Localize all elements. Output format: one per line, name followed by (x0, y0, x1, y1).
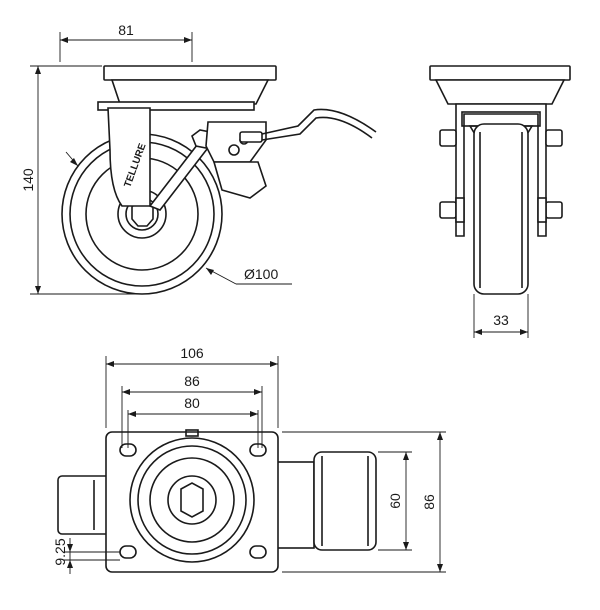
top-wheel (313, 451, 377, 551)
front-axle-spacer-right (537, 197, 547, 223)
dim-60-label: 60 (387, 493, 403, 509)
top-ring-2 (137, 445, 247, 555)
dim-60-arrow-bottom (403, 542, 409, 550)
top-grease-nipple (185, 429, 199, 437)
dim-925-label: 9.25 (52, 538, 68, 565)
dim-80-arrow-left (128, 411, 136, 417)
dim-60-arrow-top (403, 452, 409, 460)
front-bolt-left-top (439, 129, 457, 147)
dim-140-label: 140 (20, 168, 36, 192)
dim-106-arrow-left (106, 361, 114, 367)
top-ring-3 (149, 457, 235, 543)
side-brake-lever-edge (261, 116, 373, 141)
dim-81-arrow-right (184, 37, 192, 43)
dim-86h-label: 86 (184, 373, 200, 389)
top-hole-br (249, 545, 267, 559)
front-wheel (473, 123, 529, 295)
top-wheel-stub (273, 461, 315, 549)
side-view: TELLURE 81 140 Ø100 (20, 22, 377, 295)
dim-33-label: 33 (493, 312, 509, 328)
dim-86h-arrow-right (254, 389, 262, 395)
dim-80-arrow-right (250, 411, 258, 417)
dim-106-arrow-right (270, 361, 278, 367)
dim-diameter-label: Ø100 (244, 266, 278, 282)
side-fork-leg (107, 107, 151, 207)
dim-106-label: 106 (180, 345, 204, 361)
dim-33-arrow-left (474, 329, 482, 335)
top-ring-hub (167, 475, 217, 525)
dim-81-arrow-left (60, 37, 68, 43)
top-brake-pedal (57, 475, 111, 535)
dim-33-arrow-right (520, 329, 528, 335)
dim-925-arrow-bottom (67, 560, 73, 568)
dim-140-arrow-bottom (35, 286, 41, 294)
side-brake-lever (261, 108, 377, 135)
front-swivel-housing (434, 79, 566, 105)
front-fork (455, 103, 547, 237)
dim-86v-label: 86 (421, 494, 437, 510)
top-view: 106 86 80 86 60 9.25 (52, 345, 446, 574)
front-bolt-right-top (545, 129, 563, 147)
dim-140-arrow-top (35, 66, 41, 74)
dim-diameter-arrow-bottom (206, 268, 214, 275)
dim-diameter-arrow-top (70, 158, 78, 166)
side-brake-pad (212, 161, 267, 199)
side-fork-top (97, 101, 255, 111)
dim-86v-arrow-bottom (437, 564, 443, 572)
side-brake-bolt-1 (228, 144, 240, 156)
dim-80-label: 80 (184, 395, 200, 411)
side-top-plate (103, 65, 277, 81)
side-swivel-housing (110, 79, 270, 105)
side-brake-lever-base (239, 131, 263, 143)
dim-86h-arrow-left (122, 389, 130, 395)
front-view: 33 (429, 65, 571, 338)
front-axle-bolt-left (439, 201, 457, 219)
front-axle-spacer-left (455, 197, 465, 223)
dim-925-arrow-top (67, 544, 73, 552)
top-center-nut (180, 482, 204, 518)
dim-81-label: 81 (118, 22, 134, 38)
front-top-plate (429, 65, 571, 81)
front-axle-bolt-right (545, 201, 563, 219)
dim-86v-arrow-top (437, 432, 443, 440)
top-ring-outer (129, 437, 255, 563)
